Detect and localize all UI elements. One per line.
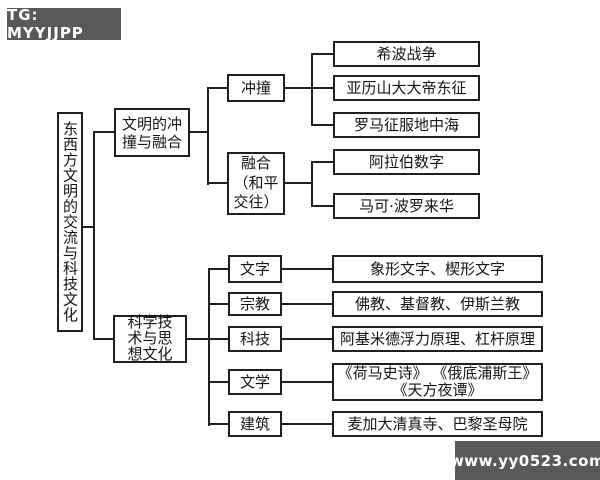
connector-line xyxy=(93,131,95,340)
leaf-roman-conquest-mediterranean: 罗马征服地中海 xyxy=(333,112,480,138)
branch-label-line: 想文化 xyxy=(127,344,173,363)
connector-line xyxy=(281,338,333,340)
leaf-alexander-east-expedition: 亚历山大大帝东征 xyxy=(333,75,480,101)
connector-line xyxy=(207,87,229,89)
leaf-archimedes-principles: 阿基米德浮力原理、杠杆原理 xyxy=(332,326,543,352)
node-fusion: 融合 （和平 交往） xyxy=(227,152,285,215)
branch-node-conflict-fusion: 文明的冲 撞与融合 xyxy=(114,108,190,157)
leaf-arabic-numerals: 阿拉伯数字 xyxy=(333,149,480,175)
branch-label-line: 文明的冲 xyxy=(121,114,182,133)
connector-line xyxy=(311,161,333,163)
connector-line xyxy=(207,87,209,185)
leaf-marco-polo: 马可·波罗来华 xyxy=(333,193,480,219)
connector-line xyxy=(208,268,230,270)
leaf-label-line: 《荷马史诗》 《俄底浦斯王》 xyxy=(337,363,538,382)
connector-line xyxy=(283,87,313,89)
connector-line xyxy=(311,53,333,55)
node-literature: 文学 xyxy=(228,369,282,395)
connector-line xyxy=(208,381,230,383)
connector-line xyxy=(311,205,333,207)
leaf-label-line: 《天方夜谭》 xyxy=(392,381,483,399)
leaf-literary-works: 《荷马史诗》 《俄底浦斯王》 《天方夜谭》 xyxy=(332,363,543,401)
node-technology: 科技 xyxy=(228,326,282,352)
connector-line xyxy=(190,131,209,133)
node-label-line: 交往） xyxy=(233,193,279,212)
connector-line xyxy=(311,87,333,89)
leaf-greco-persian-war: 希波战争 xyxy=(333,41,480,67)
node-writing: 文字 xyxy=(228,255,282,283)
connector-line xyxy=(94,131,115,133)
connector-line xyxy=(281,381,333,383)
connector-line xyxy=(207,182,229,184)
watermark-badge: TG: MYYJJPP xyxy=(7,6,121,42)
root-node: 东西方文明的交流与科技文化 xyxy=(57,112,83,332)
watermark-bar: www.yy0523.com xyxy=(450,441,600,480)
branch-node-science-culture: 科学技 术与思 想文化 xyxy=(113,315,187,363)
connector-line xyxy=(281,423,333,425)
connector-line xyxy=(83,226,95,228)
connector-line xyxy=(208,268,210,426)
connector-line xyxy=(311,53,313,126)
branch-label-line: 科学技 xyxy=(127,313,173,332)
connector-line xyxy=(187,338,210,340)
connector-line xyxy=(208,338,230,340)
branch-label-line: 撞与融合 xyxy=(121,132,182,151)
connector-line xyxy=(281,303,333,305)
connector-line xyxy=(208,303,230,305)
connector-line xyxy=(283,182,313,184)
connector-line xyxy=(208,423,230,425)
leaf-religions: 佛教、基督教、伊斯兰教 xyxy=(332,291,543,317)
connector-line xyxy=(311,161,313,207)
leaf-architecture-works: 麦加大清真寺、巴黎圣母院 xyxy=(332,411,543,437)
connector-line xyxy=(94,338,115,340)
node-conflict: 冲撞 xyxy=(227,74,285,102)
node-label-line: （和平 xyxy=(233,173,279,192)
connector-line xyxy=(281,268,333,270)
leaf-scripts: 象形文字、楔形文字 xyxy=(332,255,543,283)
branch-label-line: 术与思 xyxy=(127,329,173,348)
node-label-line: 融合 xyxy=(240,154,271,173)
node-architecture: 建筑 xyxy=(228,411,282,437)
connector-line xyxy=(311,124,333,126)
node-religion: 宗教 xyxy=(228,292,282,316)
